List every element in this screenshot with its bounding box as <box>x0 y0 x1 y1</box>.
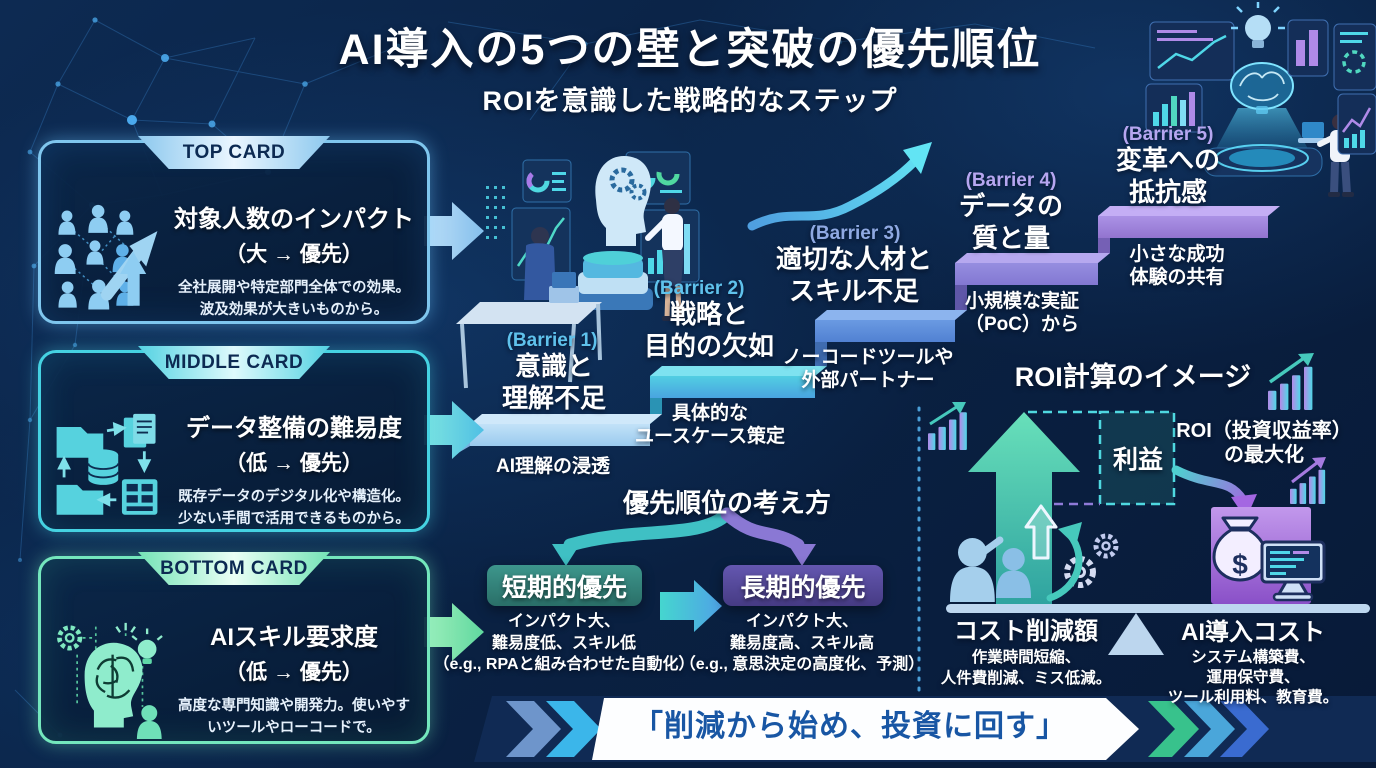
barrier-5-name: 変革への 抵抗感 <box>1115 145 1220 207</box>
ai-hologram-illustration <box>1145 2 1376 197</box>
card-title: AIスキル要求度 <box>210 623 378 651</box>
cost-reduction-description: 作業時間短縮、 人件費削減、ミス低減。 <box>940 649 1112 687</box>
barrier-3-name: 適切な人材と スキル不足 <box>775 244 932 306</box>
ai-workspace-illustration <box>456 151 700 389</box>
card-description: 既存データのデジタル化や構造化。少ない手間で活用できるものから。 <box>178 488 410 527</box>
middle-card-arrow-icon <box>424 401 484 459</box>
barrier-3-solution: ノーコードツールや 外部パートナー <box>782 347 954 392</box>
bar-chart-icon <box>1268 353 1314 410</box>
network-nodes <box>18 17 843 738</box>
gear-icon <box>57 625 83 651</box>
profit-label: 利益 <box>1112 446 1163 474</box>
brain-head-icon <box>51 617 169 739</box>
barrier-5-solution: 小さな成功 体験の共有 <box>1129 244 1225 289</box>
banner-slogan: 「削減から始め、投資に回す」 <box>633 710 1067 743</box>
document-icon <box>123 413 156 448</box>
server-icon <box>121 479 158 515</box>
barrier-5-label: (Barrier 5) <box>1122 124 1214 145</box>
lightbulb-icon <box>1231 2 1285 48</box>
card-title: 対象人数のインパクト <box>174 205 414 233</box>
barrier-1-name: 意識と 理解不足 <box>501 351 606 413</box>
priority-branch-arrows <box>552 507 816 566</box>
money-bag-icon: $ <box>1212 516 1268 582</box>
donut-chart-panel <box>522 159 572 203</box>
staircase-step-5 <box>1098 206 1280 238</box>
barrier-4-solution: 小規模な実証 （PoC）から <box>964 291 1079 336</box>
svg-text:$: $ <box>1232 549 1248 580</box>
barrier-4-label: (Barrier 4) <box>965 170 1057 191</box>
ai-head-pedestal <box>573 251 653 310</box>
workers-gears-cluster <box>950 504 1119 602</box>
top-card-arrow-icon <box>424 202 484 260</box>
staircase-step-4 <box>955 253 1110 285</box>
page-title: AI導入の5つの壁と突破の優先順位 <box>338 26 1042 74</box>
folder-database-icon <box>51 408 169 530</box>
dot-matrix-panel <box>486 186 505 239</box>
card-priority-rule: （大 → 優先） <box>225 242 363 266</box>
profit-dashed-box <box>1028 410 1176 506</box>
barrier-2-label: (Barrier 2) <box>653 278 745 299</box>
barrier-2-solution: 具体的な ユースケース策定 <box>634 403 786 448</box>
standing-person <box>645 198 685 321</box>
priority-section-title: 優先順位の考え方 <box>622 488 831 518</box>
floating-panels-right <box>1287 19 1376 155</box>
ai-head-icon <box>595 156 651 246</box>
hologram-platform <box>1203 144 1323 177</box>
balance-scale-icon <box>946 604 1370 655</box>
barrier-1-label: (Barrier 1) <box>506 330 598 351</box>
seated-person <box>524 227 579 303</box>
bar-chart-icon <box>928 402 967 450</box>
floating-panel-lines <box>1149 21 1235 81</box>
card-title: データ整備の難易度 <box>186 414 402 442</box>
card-tab: TOP CARD <box>138 136 330 169</box>
card-description: 高度な専門知識や開発力。使いやすいツールやローコードで。 <box>178 697 410 736</box>
barrier-3-label: (Barrier 3) <box>809 223 901 244</box>
cost-reduction-arrow-icon <box>968 412 1080 604</box>
card-description: 全社展開や特定部門全体での効果。波及効果が大きいものから。 <box>178 279 410 318</box>
floating-panel-bars <box>1145 83 1203 133</box>
database-icon <box>87 449 120 485</box>
roi-curved-arrow-icon <box>1171 465 1257 519</box>
roi-maximize-label: ROI（投資収益率） の最大化 <box>1176 420 1352 467</box>
card-ai-skill: BOTTOM CARD <box>38 552 430 744</box>
monitor-icon <box>1260 540 1326 602</box>
bottom-banner <box>474 696 1376 762</box>
page-subtitle: ROIを意識した戦略的なステップ <box>482 86 898 116</box>
long-term-description: インパクト大、 難易度高、スキル高 （e.g., 意思決定の高度化、予測） <box>679 613 925 674</box>
short-term-description: インパクト大、 難易度低、スキル低 （e.g., RPAと組み合わせた自動化） <box>433 613 695 674</box>
card-data-readiness: MIDDLE CARD <box>38 346 430 532</box>
desk <box>456 302 602 389</box>
staircase-step-3 <box>815 310 967 342</box>
roi-section-graphics: $ <box>917 353 1370 716</box>
growth-arrow-icon <box>747 142 932 231</box>
small-up-arrow-icon <box>1024 504 1058 560</box>
card-impact: TOP CARD <box>38 136 430 324</box>
people-network-icon <box>51 199 169 321</box>
short-term-priority-box: 短期的優先 <box>487 565 642 606</box>
barrier-2-name: 戦略と 目的の欠如 <box>643 299 774 361</box>
bottom-card-arrow-icon <box>424 603 484 661</box>
barrier-1-solution: AI理解の浸透 <box>495 456 610 477</box>
card-priority-rule: （低 → 優先） <box>225 451 363 475</box>
roi-section-title: ROI計算のイメージ <box>1014 362 1252 392</box>
staircase-step-2 <box>650 366 827 398</box>
bar-chart-icon <box>1290 457 1326 504</box>
barrier-4-name: データの 質と量 <box>958 191 1063 253</box>
card-tab: BOTTOM CARD <box>138 552 330 585</box>
cost-reduction-label: コスト削減額 <box>954 618 1098 645</box>
card-tab: MIDDLE CARD <box>138 346 330 379</box>
long-term-priority-box: 長期的優先 <box>723 565 883 606</box>
ai-cost-label: AI導入コスト <box>1181 619 1325 646</box>
short-to-long-arrow-icon <box>660 580 722 632</box>
card-priority-rule: （低 → 優先） <box>225 660 363 684</box>
ai-cost-description: システム構築費、 運用保守費、 ツール利用料、教育費。 <box>1167 649 1339 707</box>
